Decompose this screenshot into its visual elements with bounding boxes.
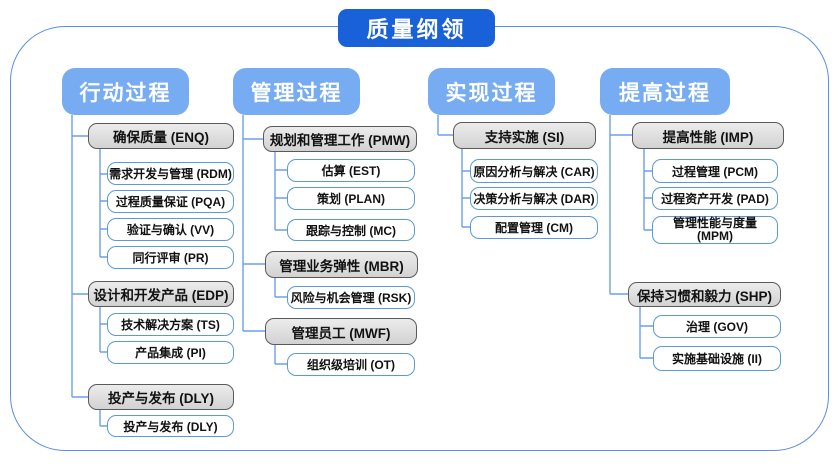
node-ts: 技术解决方案 (TS) (107, 313, 234, 336)
column-header-action-process: 行动过程 (62, 68, 189, 115)
node-pqa: 过程质量保证 (PQA) (107, 190, 234, 213)
node-est: 估算 (EST) (287, 159, 415, 182)
node-mbr: 管理业务弹性 (MBR) (265, 251, 418, 278)
node-vv: 验证与确认 (VV) (107, 218, 234, 241)
node-cm: 配置管理 (CM) (470, 216, 598, 239)
node-mc: 跟踪与控制 (MC) (287, 219, 415, 241)
node-plan: 策划 (PLAN) (287, 187, 415, 210)
column-header-management-process: 管理过程 (233, 68, 360, 115)
node-rdm: 需求开发与管理 (RDM) (107, 162, 234, 185)
node-rsk: 风险与机会管理 (RSK) (287, 286, 415, 309)
node-dly: 投产与发布 (DLY) (88, 384, 234, 410)
node-imp: 提高性能 (IMP) (632, 122, 784, 149)
node-pmw: 规划和管理工作 (PMW) (263, 126, 417, 152)
node-dar: 决策分析与解决 (DAR) (470, 187, 598, 210)
node-pi: 产品集成 (PI) (107, 341, 234, 364)
node-pcm: 过程管理 (PCM) (652, 159, 778, 183)
node-ii: 实施基础设施 (II) (653, 346, 781, 371)
node-pr: 同行评审 (PR) (107, 246, 234, 269)
node-mwf: 管理员工 (MWF) (265, 318, 417, 345)
node-pad: 过程资产开发 (PAD) (652, 187, 778, 210)
node-car: 原因分析与解决 (CAR) (470, 159, 598, 183)
column-header-implementation-process: 实现过程 (428, 68, 555, 115)
node-enq: 确保质量 (ENQ) (88, 123, 234, 149)
diagram-title: 质量纲领 (338, 9, 495, 47)
node-gov: 治理 (GOV) (653, 315, 781, 338)
column-header-improvement-process: 提高过程 (600, 68, 730, 115)
node-edp: 设计和开发产品 (EDP) (88, 281, 234, 307)
node-dly-sub: 投产与发布 (DLY) (107, 415, 234, 437)
node-si: 支持实施 (SI) (453, 122, 596, 149)
node-shp: 保持习惯和毅力 (SHP) (628, 282, 781, 307)
node-ot: 组织级培训 (OT) (287, 353, 415, 376)
node-mpm: 管理性能与度量 (MPM) (652, 216, 778, 244)
